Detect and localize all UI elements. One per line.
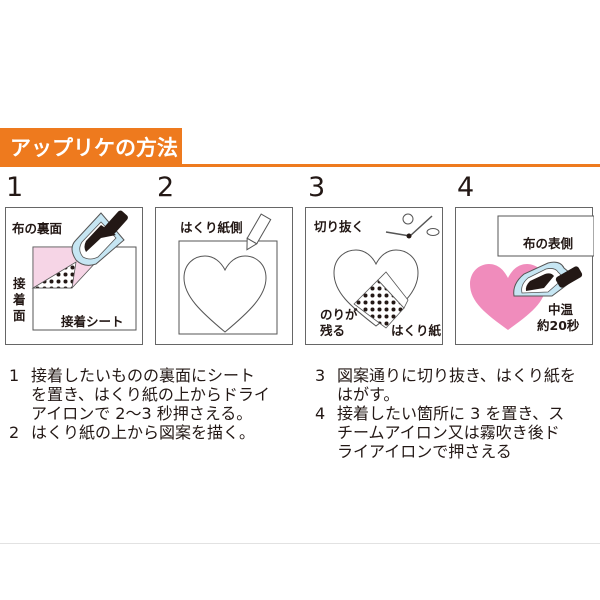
step-number-4: 4 bbox=[457, 172, 475, 203]
adhesive-sheet-dots bbox=[31, 261, 77, 289]
instruction-1-line-3: アイロンで 2～3 秒押さえる。 bbox=[31, 404, 253, 423]
step-3-illustration bbox=[333, 213, 440, 329]
step-1-illustration bbox=[31, 210, 137, 331]
label-medium-temp: 中温 bbox=[548, 302, 574, 317]
panel-step-4: 布の表側 中温 約20秒 bbox=[455, 207, 594, 345]
step-2-illustration bbox=[178, 213, 278, 335]
heart-outline bbox=[183, 255, 267, 333]
instruction-3-line-1: 図案通りに切り抜き、はくり紙を bbox=[337, 366, 576, 385]
instruction-4-line-3: ライアイロンで押さえる bbox=[337, 442, 512, 461]
panel-step-3: 切り抜く のりが 残る はくり紙 bbox=[305, 207, 443, 345]
panel-step-1: 布の裏面 接 着 面 接着シート bbox=[5, 207, 143, 345]
label-adhesive-1: 接 bbox=[13, 276, 26, 291]
label-adhesive-sheet: 接着シート bbox=[61, 314, 124, 329]
instruction-1-line-2: を置き、はくり紙の上からドライ bbox=[31, 385, 270, 404]
label-cut-out: 切り抜く bbox=[314, 219, 365, 234]
instruction-1-line-1: 接着したいものの裏面にシート bbox=[31, 366, 256, 385]
instruction-3-number: 3 bbox=[315, 366, 326, 385]
bottom-divider bbox=[0, 543, 600, 544]
step-number-3: 3 bbox=[308, 172, 326, 203]
instruction-4-line-2: チームアイロン又は霧吹き後ド bbox=[337, 423, 560, 442]
label-glue-remains-2: 残る bbox=[320, 323, 346, 338]
title-underline bbox=[0, 164, 600, 167]
label-glue-remains-1: のりが bbox=[320, 307, 358, 322]
section-title-bar: アップリケの方法 bbox=[0, 128, 182, 164]
label-paper-side: はくり紙側 bbox=[180, 220, 243, 235]
step-number-2: 2 bbox=[157, 172, 175, 203]
section-title: アップリケの方法 bbox=[10, 136, 178, 160]
pencil-icon bbox=[246, 213, 272, 251]
step-number-1: 1 bbox=[6, 172, 24, 203]
instruction-4-number: 4 bbox=[315, 404, 326, 423]
instruction-2-line-1: はくり紙の上から図案を描く。 bbox=[31, 423, 256, 442]
panel-step-2: はくり紙側 bbox=[155, 207, 293, 345]
instruction-3-line-2: はがす。 bbox=[337, 385, 400, 404]
instruction-1-number: 1 bbox=[9, 366, 20, 385]
label-twenty-seconds: 約20秒 bbox=[537, 318, 580, 333]
label-adhesive-2: 着 bbox=[13, 292, 26, 307]
fabric-front bbox=[497, 215, 594, 257]
instruction-2-number: 2 bbox=[9, 423, 20, 442]
label-adhesive-3: 面 bbox=[13, 308, 26, 323]
scissors-icon bbox=[385, 213, 440, 239]
label-fabric-back: 布の裏面 bbox=[12, 221, 63, 236]
instruction-4-line-1: 接着したい箇所に 3 を置き、ス bbox=[337, 404, 565, 423]
label-fabric-front: 布の表側 bbox=[523, 236, 574, 251]
label-release-paper: はくり紙 bbox=[391, 323, 442, 338]
step-4-illustration bbox=[470, 215, 594, 330]
